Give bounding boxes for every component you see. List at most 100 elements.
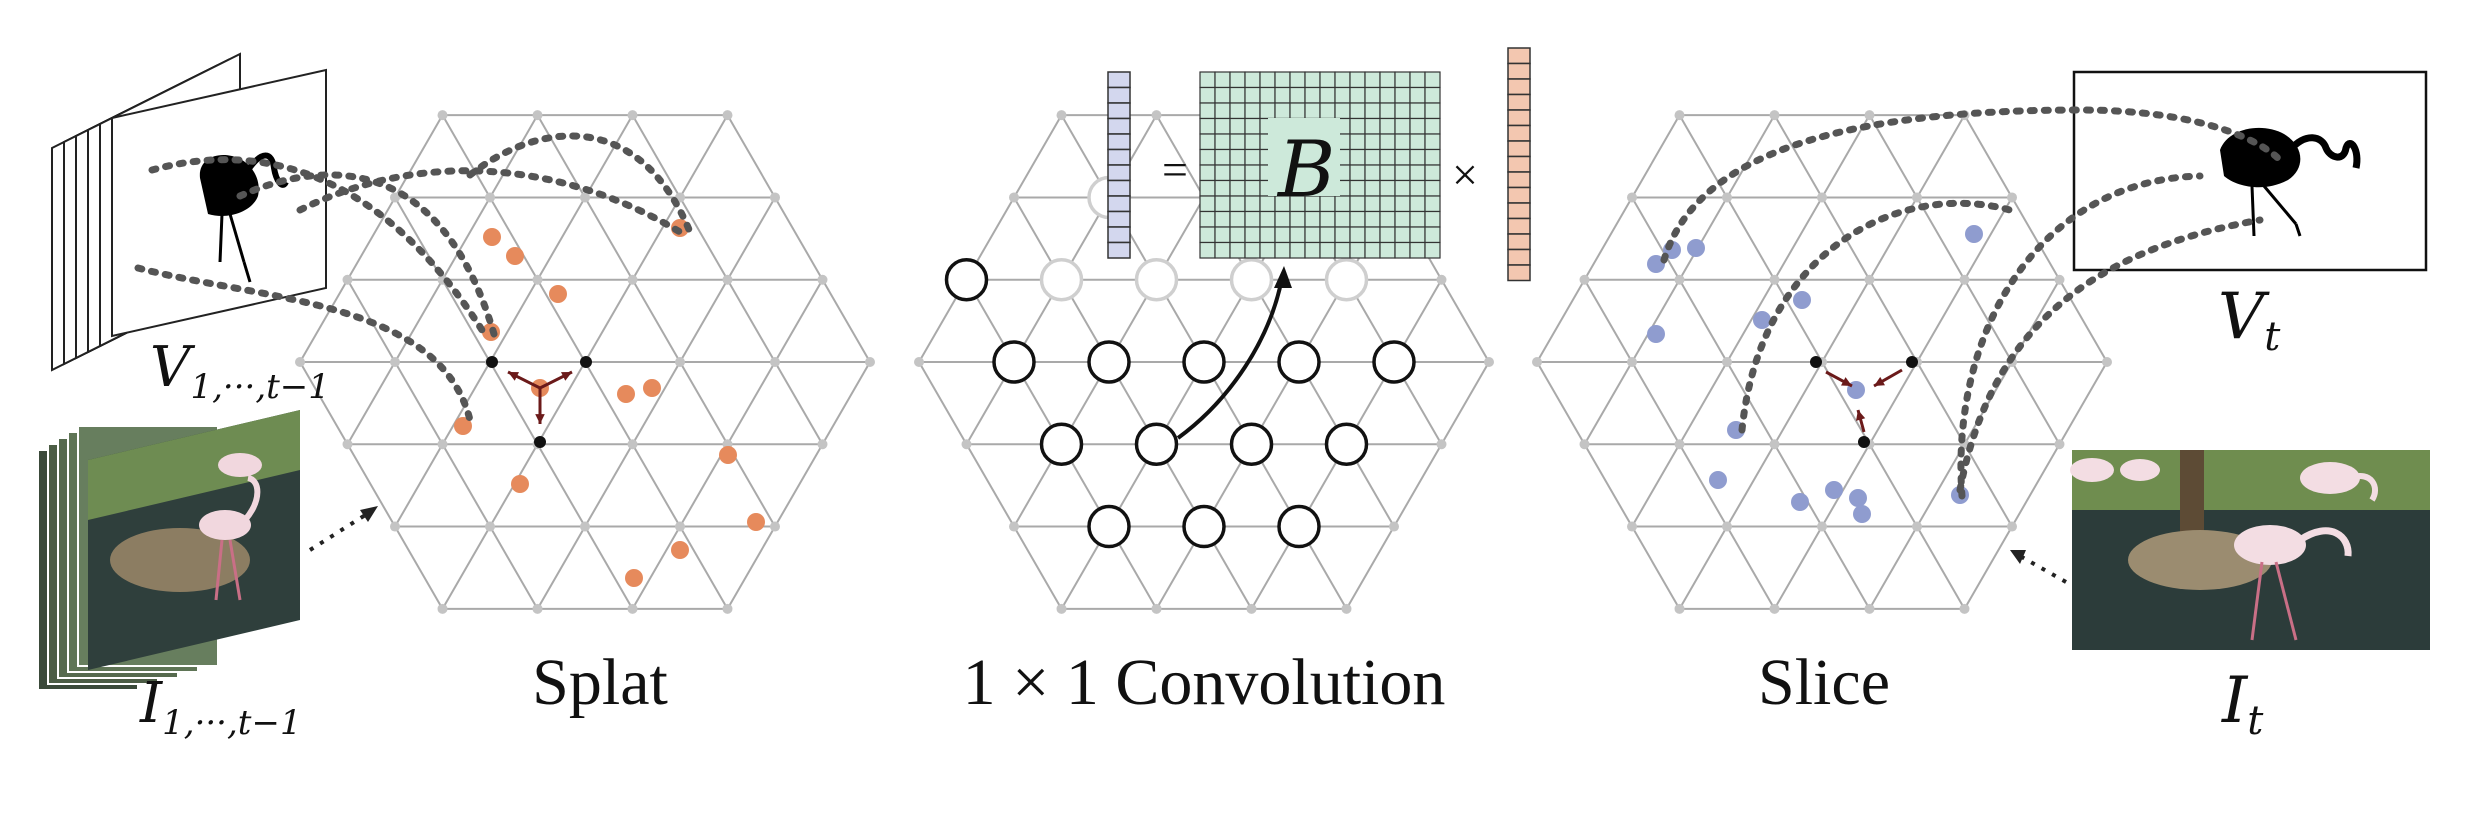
- matrix-cell: [1229, 86, 1246, 104]
- slice-caption: Slice: [1758, 646, 1890, 719]
- matrix-cell: [1349, 195, 1366, 213]
- matrix-cell: [1364, 164, 1381, 182]
- lattice-edge: [679, 526, 729, 610]
- lattice-vertex: [532, 274, 543, 285]
- matrix-cell: [1199, 117, 1216, 135]
- matrix-cell: [1304, 102, 1321, 120]
- lattice-edge: [1013, 114, 1063, 198]
- left-vector-cell: [1107, 71, 1131, 89]
- lattice-edge: [489, 361, 539, 445]
- lattice-edge: [536, 279, 586, 363]
- matrix-cell: [1199, 86, 1216, 104]
- matrix-cell: [1229, 117, 1246, 135]
- matrix-cell: [1364, 102, 1381, 120]
- slice-arrow-head: [1855, 410, 1866, 421]
- lattice-vertex: [722, 603, 733, 614]
- lattice-vertex: [1389, 521, 1399, 532]
- splat-sample-point: [625, 569, 643, 587]
- lattice-edge: [774, 196, 824, 281]
- lattice-edge: [1773, 361, 1823, 445]
- slice-sample-point: [1853, 505, 1871, 523]
- matrix-cell: [1214, 241, 1231, 259]
- matrix-cell: [1214, 226, 1231, 244]
- right-vector-cell: [1507, 47, 1531, 65]
- lattice-vertex: [1436, 274, 1447, 285]
- left-vector-cell: [1107, 148, 1131, 166]
- lattice-vertex: [1817, 521, 1827, 532]
- lattice-vertex: [1912, 521, 1922, 532]
- current-mask-label: Vt: [2218, 280, 2281, 360]
- lattice-edge: [1583, 279, 1633, 363]
- matrix-cell: [1394, 117, 1411, 135]
- matrix-symbol-b: B: [1276, 125, 1335, 215]
- convolution-node: [1087, 504, 1131, 549]
- convolution-node: [1087, 340, 1131, 384]
- matrix-cell: [1349, 179, 1366, 197]
- lattice-edge: [1916, 361, 1966, 445]
- lattice-edge: [1963, 279, 2013, 363]
- lattice-edge: [1155, 114, 1205, 198]
- right-vector-cell: [1507, 62, 1531, 80]
- lattice-vertex: [1056, 603, 1067, 614]
- lattice-vertex: [2007, 192, 2017, 203]
- lattice-vertex: [1151, 603, 1162, 614]
- left-vector-cell: [1107, 133, 1131, 151]
- feature-flow-paths: [134, 106, 2284, 500]
- convolution-node: [1039, 422, 1084, 467]
- lattice-vertex: [580, 192, 590, 203]
- lattice-edge: [584, 196, 634, 281]
- right-vector-cell: [1507, 171, 1531, 189]
- lattice-vertex: [675, 357, 685, 367]
- matrix-cell: [1334, 71, 1351, 89]
- lattice-edge: [536, 443, 586, 528]
- convolution-to-matrix-arrow: [1176, 266, 1292, 440]
- matrix-cell: [1214, 210, 1231, 228]
- previous-masks-stack: [51, 52, 327, 372]
- right-vector-cell: [1507, 217, 1531, 235]
- lattice-edge: [631, 443, 681, 528]
- lattice-vertex: [342, 439, 353, 450]
- matrix-cell: [1424, 195, 1441, 213]
- matrix-cell: [1424, 241, 1441, 259]
- lattice-edge: [1868, 443, 1918, 528]
- input-arrow: [308, 506, 378, 552]
- splat-sample-point: [671, 541, 689, 559]
- matrix-cell: [1349, 210, 1366, 228]
- lattice-edge: [679, 279, 729, 363]
- lattice-edge: [631, 361, 681, 445]
- lattice-edge: [631, 526, 681, 610]
- matrix-cell: [1259, 210, 1276, 228]
- right-vector-cell: [1507, 202, 1531, 220]
- flamingo-mask-silhouette-output: [2220, 127, 2361, 237]
- matrix-cell: [1289, 102, 1306, 120]
- matrix-cell: [1424, 117, 1441, 135]
- lattice-edge: [1440, 279, 1490, 363]
- matrix-cell: [1379, 133, 1396, 151]
- lattice-edge: [1678, 361, 1728, 445]
- lattice-vertex: [1674, 110, 1685, 121]
- lattice-edge: [584, 443, 634, 528]
- matrix-cell: [1319, 71, 1336, 89]
- matrix-cell: [1409, 148, 1426, 166]
- matrix-cell: [1244, 241, 1261, 259]
- lattice-vertex: [770, 192, 780, 203]
- lattice-vertex: [390, 357, 400, 367]
- left-vector-cell: [1107, 164, 1131, 182]
- matrix-cell: [1244, 226, 1261, 244]
- matrix-cell: [1364, 179, 1381, 197]
- slice-sample-point: [1791, 493, 1809, 511]
- lattice-edge: [821, 361, 871, 445]
- lattice-edge: [394, 526, 444, 610]
- lattice-edge: [394, 443, 444, 528]
- lattice-vertex: [1864, 603, 1875, 614]
- lattice-edge: [346, 443, 396, 528]
- matrix-cell: [1409, 102, 1426, 120]
- lattice-edge: [1678, 279, 1728, 363]
- matrix-cell: [1289, 241, 1306, 259]
- lattice-vertex: [1579, 274, 1590, 285]
- lattice-edge: [726, 114, 776, 198]
- lattice-edge: [1773, 279, 1823, 363]
- active-lattice-vertex: [1858, 436, 1870, 448]
- matrix-cell: [1379, 86, 1396, 104]
- matrix-cell: [1229, 210, 1246, 228]
